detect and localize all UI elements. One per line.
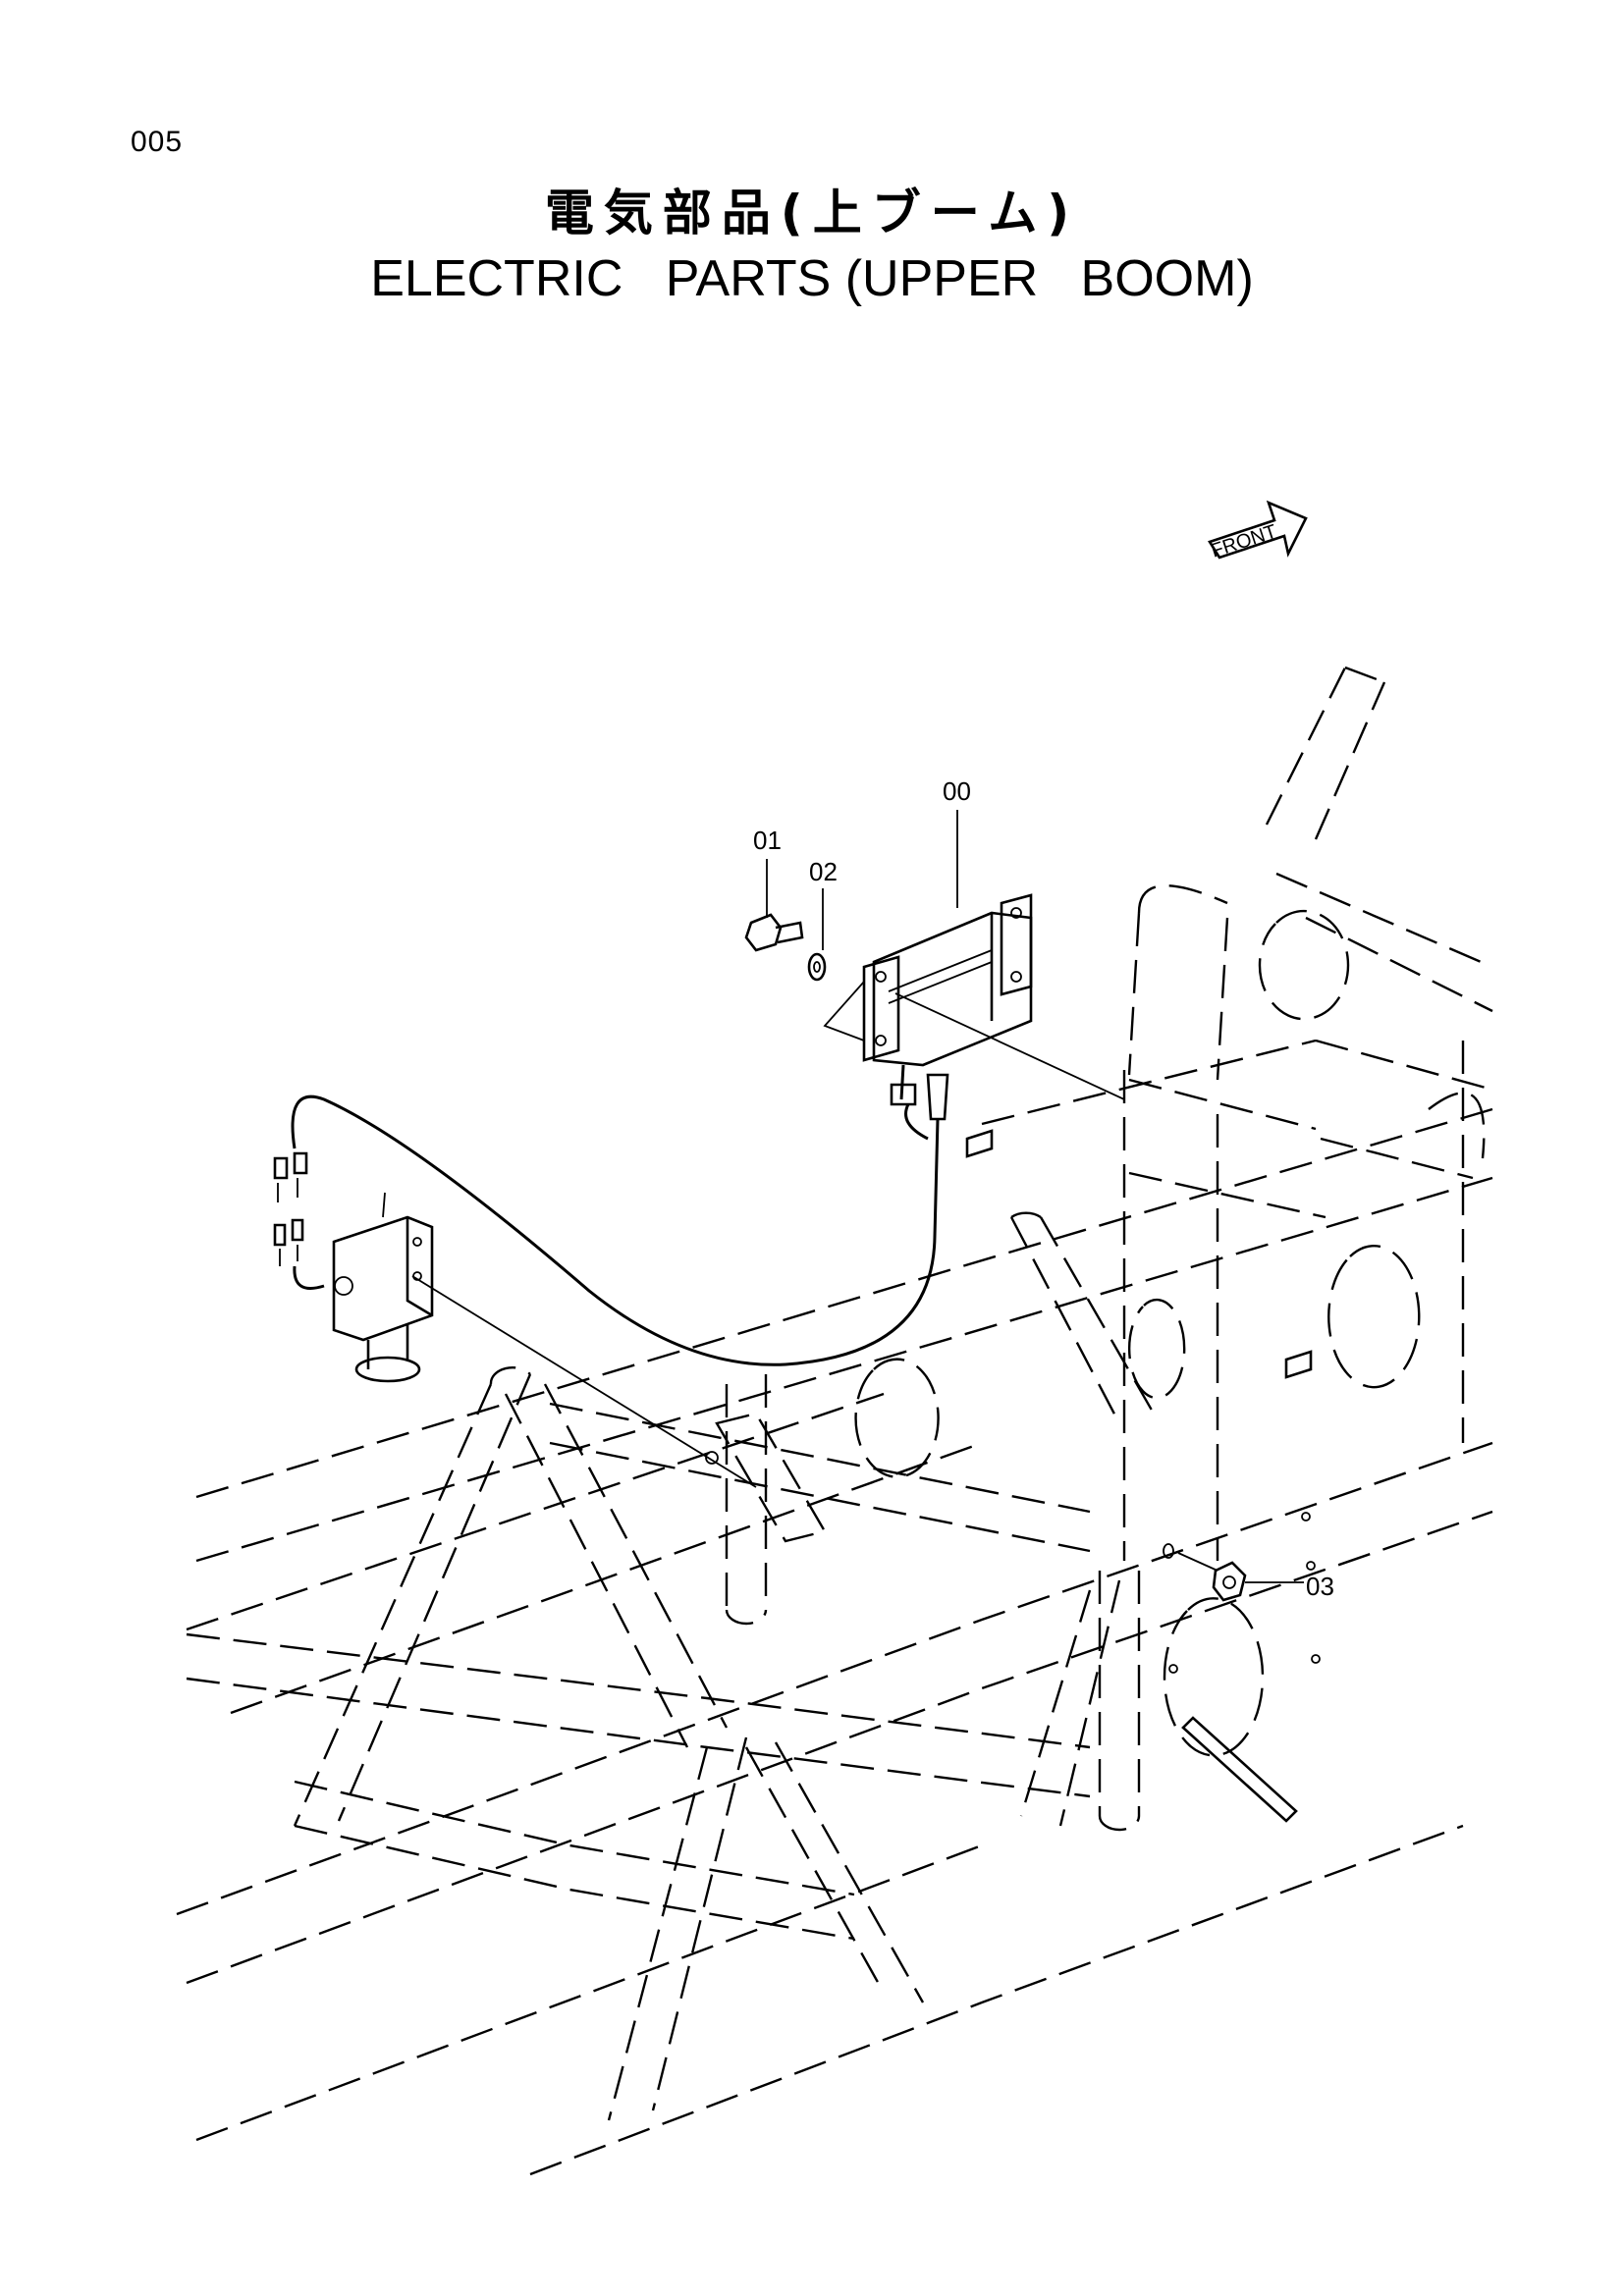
cable-harness xyxy=(273,1064,949,1366)
junction-box xyxy=(823,893,1033,1067)
mounting-bolt xyxy=(744,913,804,952)
boom-frame xyxy=(176,666,1493,2176)
page-number: 005 xyxy=(131,126,184,158)
title-english: ELECTRIC PARTS (UPPER BOOM) xyxy=(370,250,1254,307)
title-block: 電気部品(上ブーム) ELECTRIC PARTS (UPPER BOOM) xyxy=(0,182,1624,311)
cable-clamp-phantom xyxy=(705,1412,827,1543)
washer xyxy=(807,952,827,982)
callout-01: 01 xyxy=(753,826,782,855)
callout-00: 00 xyxy=(943,776,971,806)
front-arrow-label: FRONT xyxy=(1209,521,1279,562)
front-arrow-icon: FRONT xyxy=(1208,500,1308,562)
lock-nut xyxy=(1163,1543,1247,1602)
leader-lines xyxy=(411,810,1304,1583)
callout-03: 03 xyxy=(1306,1572,1334,1601)
boom-switch xyxy=(332,1192,434,1383)
title-japanese: 電気部品(上ブーム) xyxy=(544,185,1080,241)
callout-02: 02 xyxy=(809,857,838,886)
